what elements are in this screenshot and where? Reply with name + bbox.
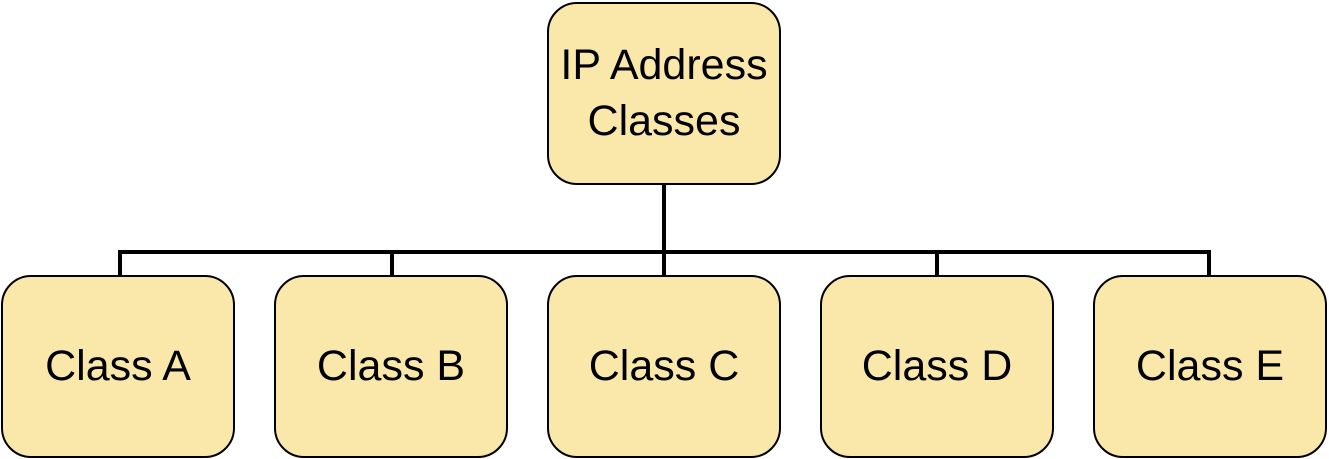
child-node-class-e: Class E <box>1093 275 1327 458</box>
child-node-label: Class D <box>861 341 1013 390</box>
child-node-class-a: Class A <box>1 275 235 458</box>
child-node-class-c: Class C <box>547 275 781 458</box>
root-node-label: IP Address Classes <box>560 38 767 150</box>
child-node-label: Class E <box>1135 341 1285 390</box>
child-node-class-b: Class B <box>274 275 508 458</box>
child-node-label: Class A <box>45 341 191 390</box>
child-node-label: Class C <box>588 341 740 390</box>
root-node-ip-address-classes: IP Address Classes <box>547 2 781 185</box>
root-label-line-1: IP Address <box>560 40 768 89</box>
root-label-line-2: Classes <box>587 96 741 145</box>
child-node-class-d: Class D <box>820 275 1054 458</box>
child-node-label: Class B <box>316 341 466 390</box>
